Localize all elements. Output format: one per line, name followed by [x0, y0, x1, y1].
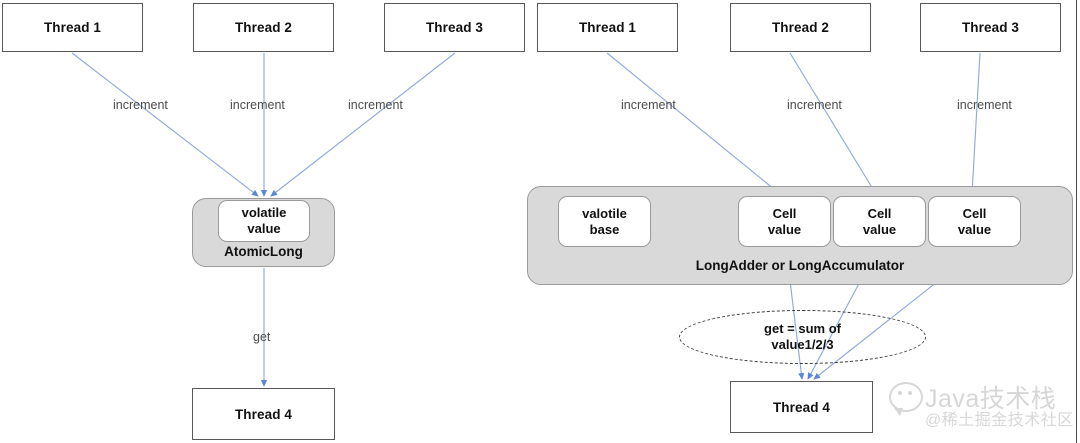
cell-value-2-line2: value [862, 221, 897, 237]
right-increment-label-3: increment [957, 98, 1012, 112]
left-thread-3-box[interactable]: Thread 3 [384, 3, 525, 52]
volatile-value-line2: value [247, 221, 281, 236]
valotile-base-box: valotile base [558, 196, 651, 247]
left-thread-4-box[interactable]: Thread 4 [192, 388, 335, 440]
cell-value-1-line1: Cell [772, 205, 797, 221]
left-thread-2-box[interactable]: Thread 2 [193, 3, 334, 52]
longadder-group-label: LongAdder or LongAccumulator [695, 258, 905, 273]
right-thread-1-box[interactable]: Thread 1 [537, 3, 678, 52]
right-thread-2-box[interactable]: Thread 2 [730, 3, 871, 52]
left-thread-1-box[interactable]: Thread 1 [2, 3, 143, 52]
right-increment-label-1: increment [621, 98, 676, 112]
left-increment-label-2: increment [230, 98, 285, 112]
right-thread-3-box[interactable]: Thread 3 [920, 3, 1061, 52]
right-thread-4-box[interactable]: Thread 4 [730, 381, 873, 433]
sum-note-ellipse: get = sum of value1/2/3 [679, 310, 926, 364]
watermark-line-1: Java技术栈 [925, 385, 1057, 413]
cell-value-3-line2: value [957, 221, 992, 237]
left-increment-label-3: increment [348, 98, 403, 112]
wechat-logo-icon [889, 382, 923, 416]
atomiclong-group-label: AtomicLong [224, 244, 303, 259]
cell-value-2-line1: Cell [867, 205, 892, 221]
cell-value-1-line2: value [767, 221, 802, 237]
left-increment-label-1: increment [113, 98, 168, 112]
right-increment-edges [606, 52, 981, 195]
left-increment-edges [71, 52, 456, 197]
volatile-value-box: volatile value [218, 200, 310, 242]
cell-value-box-3: Cell value [928, 196, 1021, 247]
valotile-base-line1: valotile [582, 205, 627, 221]
watermark-line-2: @稀土掘金技术社区 [925, 412, 1074, 429]
sum-note-line1: get = sum of [764, 321, 841, 337]
cell-value-3-line1: Cell [962, 205, 987, 221]
left-get-label: get [253, 330, 271, 344]
sum-note-line2: value1/2/3 [771, 337, 834, 352]
volatile-value-line1: volatile [241, 205, 287, 221]
cell-value-box-2: Cell value [833, 196, 926, 247]
valotile-base-line2: base [589, 221, 620, 237]
cell-value-box-1: Cell value [738, 196, 831, 247]
right-increment-label-2: increment [787, 98, 842, 112]
right-border-rule [1076, 0, 1077, 443]
